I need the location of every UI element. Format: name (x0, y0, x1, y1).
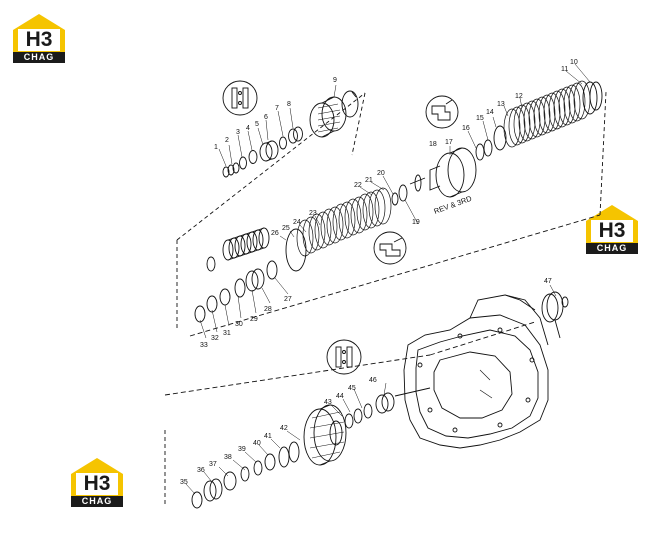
callout-4: 4 (246, 125, 250, 132)
callout-17: 17 (445, 139, 453, 146)
callout-6: 6 (264, 114, 268, 121)
callout-12: 12 (515, 93, 523, 100)
callout-7: 7 (275, 105, 279, 112)
logo-text: H3 (83, 472, 111, 495)
logo-text: H3 (25, 28, 53, 51)
callout-35: 35 (180, 479, 188, 486)
callout-19: 19 (412, 219, 420, 226)
callout-8: 8 (287, 101, 291, 108)
callout-18: 18 (429, 141, 437, 148)
callout-31: 31 (223, 330, 231, 337)
callout-16: 16 (462, 125, 470, 132)
brand-logo-top-left: H3 CHAG (10, 12, 68, 64)
callout-37: 37 (209, 461, 217, 468)
callout-27: 27 (284, 296, 292, 303)
callout-21: 21 (365, 177, 373, 184)
callout-42: 42 (280, 425, 288, 432)
callout-20: 20 (377, 170, 385, 177)
callout-10: 10 (570, 59, 578, 66)
callout-33: 33 (200, 342, 208, 349)
callout-39: 39 (238, 446, 246, 453)
logo-text: H3 (598, 219, 626, 242)
callout-40: 40 (253, 440, 261, 447)
callout-32: 32 (211, 335, 219, 342)
callout-38: 38 (224, 454, 232, 461)
callout-3: 3 (236, 129, 240, 136)
callout-14: 14 (486, 109, 494, 116)
callout-13: 13 (497, 101, 505, 108)
rev-3rd-annotation: REV & 3RD (433, 194, 474, 216)
callout-44: 44 (336, 393, 344, 400)
callout-5: 5 (255, 121, 259, 128)
callout-47: 47 (544, 278, 552, 285)
detail-circle-seal-18 (425, 95, 459, 129)
detail-circle-seal-19 (373, 231, 407, 265)
callout-11: 11 (561, 66, 568, 73)
detail-circle-bearing-lower (326, 339, 362, 375)
callout-26: 26 (271, 230, 279, 237)
callout-28: 28 (264, 306, 272, 313)
callout-1: 1 (214, 144, 218, 151)
callout-45: 45 (348, 385, 356, 392)
logo-subtext: CHAG (586, 243, 638, 254)
logo-house-icon (71, 458, 123, 498)
callout-30: 30 (235, 321, 243, 328)
part-callouts: 1 2 3 4 5 6 7 8 9 10 11 12 13 14 15 16 1… (180, 59, 578, 486)
callout-41: 41 (264, 433, 272, 440)
logo-house-icon (13, 14, 65, 54)
brand-logo-bottom-left: H3 CHAG (68, 456, 126, 508)
callout-2: 2 (225, 137, 229, 144)
callout-9: 9 (333, 77, 337, 84)
callout-15: 15 (476, 115, 484, 122)
callout-36: 36 (197, 467, 205, 474)
logo-subtext: CHAG (71, 496, 123, 507)
callout-43: 43 (324, 399, 332, 406)
callout-24: 24 (293, 219, 301, 226)
callout-46: 46 (369, 377, 377, 384)
transmission-housing (403, 294, 549, 449)
callout-29: 29 (250, 316, 258, 323)
callout-25: 25 (282, 225, 290, 232)
detail-circle-bearing (222, 80, 258, 116)
callout-22: 22 (354, 182, 362, 189)
callout-23: 23 (309, 210, 317, 217)
logo-subtext: CHAG (13, 52, 65, 63)
